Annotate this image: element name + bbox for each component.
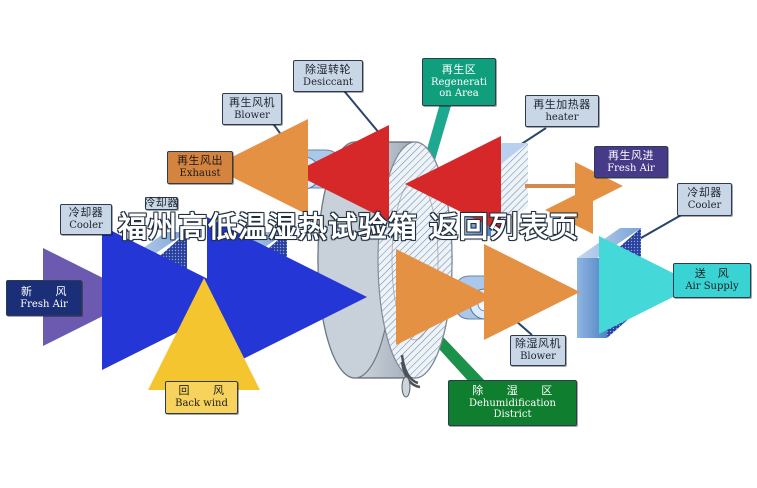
regen-fresh-air-cn: 再生风进	[608, 148, 654, 162]
regen-heater-en: heater	[545, 111, 579, 123]
left-cooler-label: 冷却器 Cooler	[60, 204, 112, 235]
desiccant-label-cn: 除湿转轮	[305, 62, 351, 76]
dehumid-blower-cn: 除湿风机	[515, 337, 561, 351]
return-air-label: 回 风 Back wind	[165, 381, 238, 414]
left-cooler-fragment-cn: 冷却器	[144, 196, 179, 210]
regen-heater-label: 再生加热器 heater	[525, 95, 599, 127]
fresh-air-en: Fresh Air	[20, 298, 68, 310]
regen-blower-cn: 再生风机	[229, 95, 275, 109]
dehumid-district-label: 除 湿 区 Dehumidification District	[448, 380, 577, 426]
dehumid-blower-label: 除湿风机 Blower	[510, 335, 566, 366]
fresh-air-cn: 新 风	[21, 284, 67, 298]
dehumid-blower-en: Blower	[520, 351, 556, 363]
dehumid-district-en-line1: Dehumidification	[468, 397, 556, 409]
right-cooler-label: 冷却器 Cooler	[677, 183, 732, 216]
regeneration-area-cn: 再生区	[441, 63, 477, 77]
regeneration-area-en-line1: Regenerati	[430, 76, 488, 88]
dehumid-district-en-line2: District	[493, 409, 532, 421]
dehumid-district-cn: 除 湿 区	[472, 384, 553, 398]
desiccant-label-en: Desiccant	[303, 76, 353, 88]
regen-fresh-air-label: 再生风进 Fresh Air	[594, 146, 668, 178]
left-cooler-unit	[123, 232, 187, 342]
regen-blower-en: Blower	[234, 109, 270, 121]
regeneration-area-en-line2: on Area	[439, 88, 479, 100]
return-air-cn: 回 风	[178, 384, 225, 398]
return-air-en: Back wind	[175, 398, 228, 410]
exhaust-en: Exhaust	[179, 168, 221, 180]
fresh-air-label: 新 风 Fresh Air	[6, 280, 82, 316]
left-cooler-en: Cooler	[69, 220, 103, 232]
left-cooler-fragment-label: 冷却器	[144, 196, 179, 210]
right-cooler-cn: 冷却器	[687, 186, 722, 200]
regen-fresh-air-en: Fresh Air	[607, 162, 655, 174]
airflow-arrows	[43, 119, 697, 390]
regen-heater-cn: 再生加热器	[533, 97, 591, 111]
regeneration-area-label: 再生区 Regenerati on Area	[422, 58, 496, 106]
air-supply-label: 送 风 Air Supply	[673, 263, 751, 298]
regen-blower-label: 再生风机 Blower	[222, 93, 282, 125]
regeneration-heater-unit	[466, 143, 528, 236]
right-cooler-en: Cooler	[687, 200, 722, 212]
left-cooler-cn: 冷却器	[68, 206, 104, 220]
air-supply-cn: 送 风	[694, 267, 730, 281]
air-supply-en: Air Supply	[685, 281, 739, 293]
desiccant-label: 除湿转轮 Desiccant	[293, 60, 363, 92]
exhaust-cn: 再生风出	[177, 154, 223, 168]
exhaust-label: 再生风出 Exhaust	[167, 151, 233, 184]
center-cooler-unit	[223, 232, 287, 342]
